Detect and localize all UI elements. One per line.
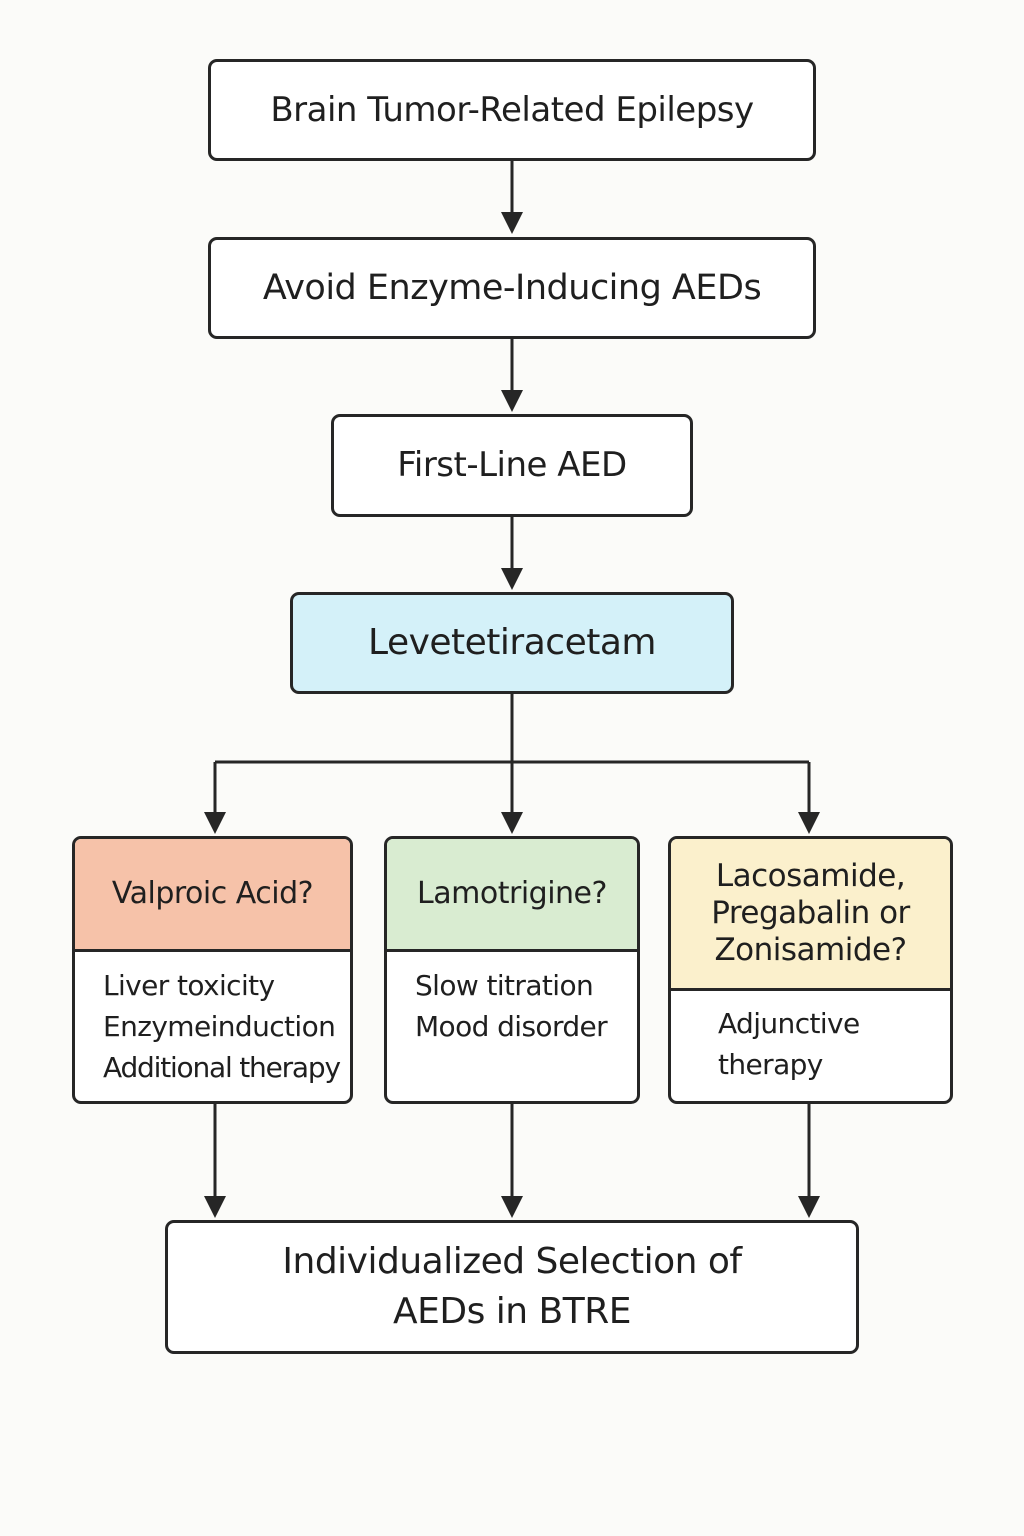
- node-label: Brain Tumor-Related Epilepsy: [270, 89, 754, 130]
- option-notes: Adjunctive therapy: [718, 839, 860, 1085]
- note-item: Slow titration: [415, 969, 594, 1002]
- note-item: therapy: [718, 1048, 823, 1081]
- note-item: Liver toxicity: [103, 969, 275, 1002]
- arrowhead: [501, 568, 523, 590]
- node-label-line: Individualized Selection of: [282, 1241, 742, 1282]
- arrowhead: [204, 1196, 226, 1218]
- option-lamotrigine: Lamotrigine? Slow titration Mood disorde…: [384, 836, 640, 1104]
- option-title-text: Valproic Acid?: [111, 876, 314, 911]
- note-item: Additional therapy: [103, 1051, 341, 1084]
- node-brain-tumor-epilepsy: Brain Tumor-Related Epilepsy: [208, 59, 816, 161]
- option-title: Lacosamide, Pregabalin or Zonisamide?: [671, 839, 950, 991]
- arrowhead: [501, 390, 523, 412]
- node-first-line-aed: First-Line AED: [331, 414, 693, 517]
- note-item: Mood disorder: [415, 1010, 608, 1043]
- arrowhead: [798, 812, 820, 834]
- node-label-line: AEDs in BTRE: [392, 1291, 632, 1332]
- node-label: Avoid Enzyme-Inducing AEDs: [262, 268, 762, 308]
- option-title-line: Zonisamide?: [714, 932, 907, 968]
- note-item: Enzymeinduction: [103, 1010, 336, 1043]
- arrowhead: [501, 812, 523, 834]
- option-title: Lamotrigine?: [387, 839, 637, 952]
- option-title-text: Lamotrigine?: [417, 876, 607, 911]
- option-title-line: Pregabalin or: [711, 895, 910, 931]
- node-individualized-selection: Individualized Selection of AEDs in BTRE: [165, 1220, 859, 1354]
- option-title: Valproic Acid?: [75, 839, 350, 952]
- option-valproic-acid: Valproic Acid? Liver toxicity Enzymeindu…: [72, 836, 353, 1104]
- arrowhead: [204, 812, 226, 834]
- option-notes: Slow titration Mood disorder: [415, 839, 608, 1047]
- node-label: First-Line AED: [397, 445, 627, 486]
- option-lacosamide-pregabalin-zonisamide: Lacosamide, Pregabalin or Zonisamide? Ad…: [668, 836, 953, 1104]
- arrowhead: [501, 1196, 523, 1218]
- arrowhead: [501, 212, 523, 234]
- note-item: Adjunctive: [718, 1007, 860, 1040]
- option-title-line: Lacosamide,: [715, 858, 906, 894]
- arrowhead: [798, 1196, 820, 1218]
- node-label: Levetetiracetam: [368, 622, 656, 664]
- node-avoid-enzyme-inducing: Avoid Enzyme-Inducing AEDs: [208, 237, 816, 339]
- option-notes: Liver toxicity Enzymeinduction Additiona…: [103, 839, 341, 1088]
- node-levetiracetam: Levetetiracetam: [290, 592, 734, 694]
